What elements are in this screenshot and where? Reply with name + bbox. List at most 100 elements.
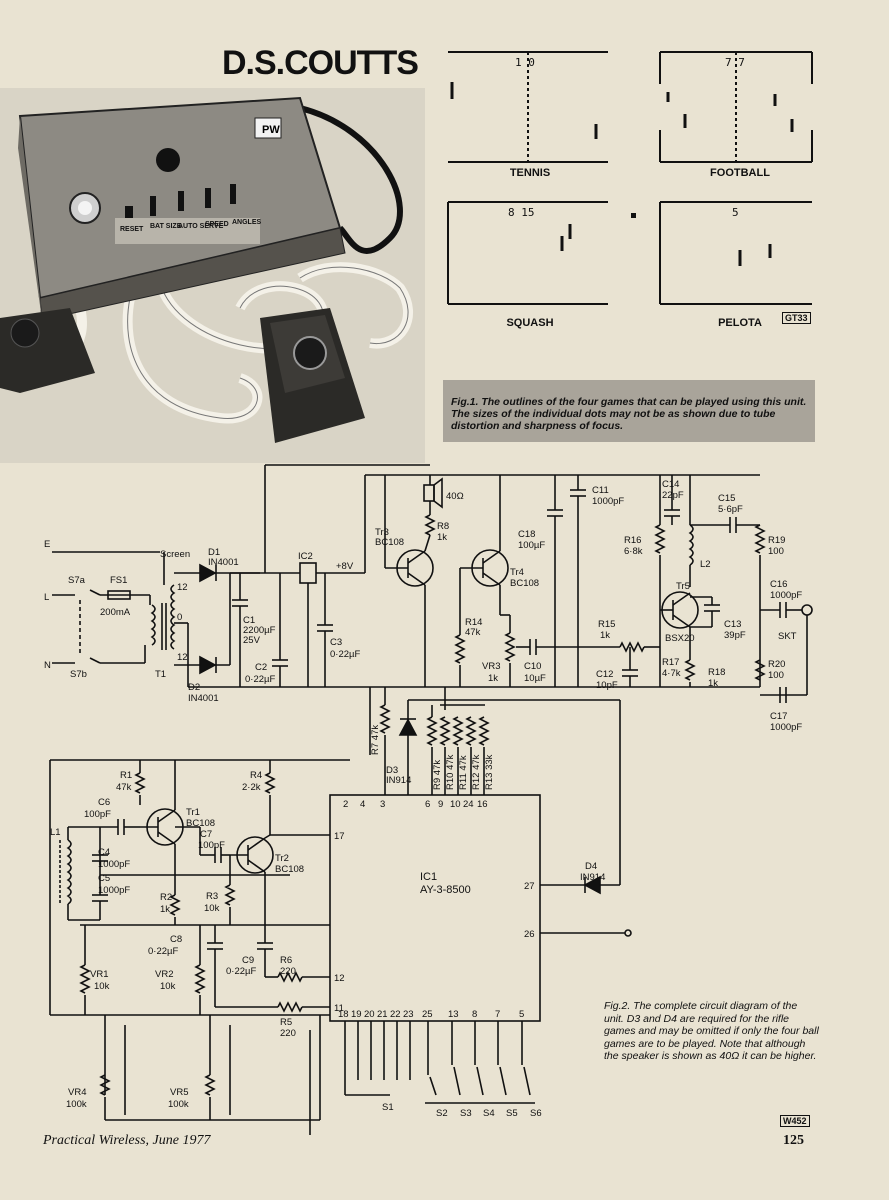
label-plus8: +8V bbox=[336, 561, 354, 572]
label-r10: R10 47k bbox=[445, 754, 456, 790]
game-label: TENNIS bbox=[509, 167, 551, 179]
label-r9: R9 47k bbox=[432, 760, 443, 790]
label-r18: R18 bbox=[708, 667, 725, 678]
label-d1: D1 bbox=[208, 547, 220, 558]
label-c17: C17 bbox=[770, 711, 787, 722]
label-E: E bbox=[44, 539, 50, 550]
label-s7a: S7a bbox=[68, 575, 86, 586]
label-c8: C8 bbox=[170, 934, 182, 945]
label-c3v: 0·22µF bbox=[330, 649, 360, 660]
label-r6v: 220 bbox=[280, 966, 296, 977]
label-fs1: FS1 bbox=[110, 575, 127, 586]
label-tr3: Tr3 bbox=[375, 527, 389, 538]
label-c8v: 0·22µF bbox=[148, 946, 178, 957]
label-r7: R7 47k bbox=[370, 725, 381, 755]
fig1-caption: Fig.1. The outlines of the four games th… bbox=[451, 396, 807, 432]
label-t12b: 12 bbox=[177, 652, 188, 663]
label-c11v: 1000pF bbox=[592, 496, 624, 507]
game-label: SQUASH bbox=[506, 317, 554, 329]
label-vr3: VR3 bbox=[482, 661, 500, 672]
label-c12v: 10pF bbox=[596, 680, 618, 691]
pin-number: 11 bbox=[334, 1003, 344, 1014]
pin-number: 12 bbox=[334, 973, 345, 984]
label-r12: R12 47k bbox=[471, 754, 482, 790]
label-r4: R4 bbox=[250, 770, 262, 781]
label-l2: L2 bbox=[700, 559, 711, 570]
panel-label: RESET bbox=[120, 226, 144, 233]
label-vr1: VR1 bbox=[90, 969, 108, 980]
label-L: L bbox=[44, 592, 49, 603]
label-c13v: 39pF bbox=[724, 630, 746, 641]
label-c9v: 0·22µF bbox=[226, 966, 256, 977]
label-c10: C10 bbox=[524, 661, 541, 672]
label-r15v: 1k bbox=[600, 630, 610, 641]
pin-number: 26 bbox=[524, 929, 535, 940]
game-label: FOOTBALL bbox=[710, 167, 770, 179]
pin-number: 21 bbox=[377, 1009, 388, 1020]
label-vr1v: 10k bbox=[94, 981, 110, 992]
figure-tag: W452 bbox=[780, 1115, 810, 1127]
label-c9: C9 bbox=[242, 955, 254, 966]
label-c3: C3 bbox=[330, 637, 342, 648]
label-tr3v: BC108 bbox=[375, 537, 404, 548]
pin-number: 18 bbox=[338, 1009, 349, 1020]
panel-label: ANGLES bbox=[232, 219, 262, 226]
label-c4v: 1000pF bbox=[98, 859, 130, 870]
pin-number: 9 bbox=[438, 799, 443, 810]
pin-number: 13 bbox=[448, 1009, 459, 1020]
label-screen: Screen bbox=[160, 549, 190, 560]
label-tr1v: BC108 bbox=[186, 818, 215, 829]
label-tr2v: BC108 bbox=[275, 864, 304, 875]
label-r8: R8 bbox=[437, 521, 449, 532]
label-r16: R16 bbox=[624, 535, 641, 546]
pin-number: 20 bbox=[364, 1009, 375, 1020]
pin-number: 5 bbox=[519, 1009, 524, 1020]
label-r5: R5 bbox=[280, 1017, 292, 1028]
pin-number: 2 bbox=[343, 799, 348, 810]
label-r19: R19 bbox=[768, 535, 785, 546]
circuit-diagram: E L N S7a S7b FS1 200mA Screen T1 12 0 1… bbox=[44, 464, 813, 1135]
label-c11: C11 bbox=[592, 485, 609, 496]
game-score: 8 15 bbox=[508, 206, 535, 219]
label-r2v: 1k bbox=[160, 904, 170, 915]
pin-number: 4 bbox=[360, 799, 365, 810]
label-vr5v: 100k bbox=[168, 1099, 189, 1110]
pin-number: 23 bbox=[403, 1009, 414, 1020]
label-c6v: 100pF bbox=[84, 809, 111, 820]
label-ic1: IC1 bbox=[420, 871, 437, 883]
label-r5v: 220 bbox=[280, 1028, 296, 1039]
panel-label: AUTO SERVE bbox=[178, 223, 224, 230]
label-c16v: 1000pF bbox=[770, 590, 802, 601]
label-s6: S6 bbox=[530, 1108, 542, 1119]
game-score: 1 0 bbox=[515, 56, 535, 69]
unit-photo: PW RESET BAT SIZE AUTO SERVE SPEED ANGLE… bbox=[0, 88, 425, 463]
label-r13: R13 33k bbox=[484, 754, 495, 790]
label-d4: D4 bbox=[585, 861, 597, 872]
label-r8v: 1k bbox=[437, 532, 447, 543]
label-fuse: 200mA bbox=[100, 607, 131, 618]
pin-number: 7 bbox=[495, 1009, 500, 1020]
label-c4: C4 bbox=[98, 847, 110, 858]
label-N: N bbox=[44, 660, 51, 671]
page-number: 125 bbox=[783, 1133, 804, 1148]
label-tr4: Tr4 bbox=[510, 567, 524, 578]
label-r18v: 1k bbox=[708, 678, 718, 689]
label-tr4v: BC108 bbox=[510, 578, 539, 589]
label-c1v: 2200µF bbox=[243, 625, 276, 636]
label-s4: S4 bbox=[483, 1108, 495, 1119]
label-c12: C12 bbox=[596, 669, 613, 680]
label-r2: R2 bbox=[160, 892, 172, 903]
label-r15: R15 bbox=[598, 619, 615, 630]
label-c14: C14 bbox=[662, 479, 679, 490]
label-c18: C18 bbox=[518, 529, 535, 540]
label-c18v: 100µF bbox=[518, 540, 545, 551]
label-c2v: 0·22µF bbox=[245, 674, 275, 685]
label-t12a: 12 bbox=[177, 582, 188, 593]
fig2-caption: Fig.2. The complete circuit diagram of t… bbox=[604, 1000, 819, 1062]
fig1-caption-box: Fig.1. The outlines of the four games th… bbox=[443, 380, 815, 442]
label-r11: R11 47k bbox=[458, 755, 469, 790]
label-c16: C16 bbox=[770, 579, 787, 590]
label-r4v: 2·2k bbox=[242, 782, 261, 793]
pin-number: 24 bbox=[463, 799, 474, 810]
